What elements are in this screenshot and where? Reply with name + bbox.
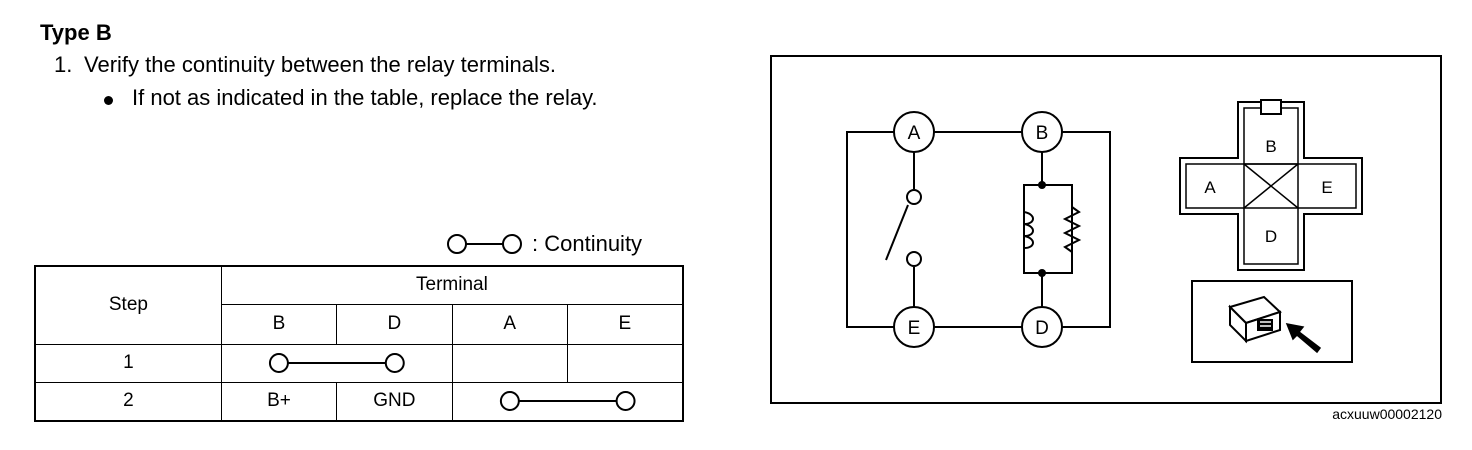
terminal-label: D bbox=[1035, 318, 1049, 339]
column-header-d: D bbox=[336, 303, 453, 345]
connector-label: A bbox=[1204, 178, 1216, 197]
step-text: Verify the continuity between the relay … bbox=[84, 52, 557, 77]
step-header: Step bbox=[34, 265, 222, 345]
relay-diagram: A B E D B A E D bbox=[846, 99, 1363, 363]
switch-contact-bottom bbox=[906, 251, 922, 267]
terminal-label: A bbox=[908, 123, 921, 144]
continuity-a-e bbox=[451, 381, 684, 422]
terminal-e: E bbox=[893, 306, 935, 348]
terminal-b: B bbox=[1021, 111, 1063, 153]
view-direction-arrow-icon bbox=[1285, 323, 1322, 354]
legend-label: : Continuity bbox=[532, 231, 643, 256]
cell-d: GND bbox=[336, 381, 453, 422]
terminal-a: A bbox=[893, 111, 935, 153]
junction-dot bbox=[1038, 181, 1046, 189]
terminal-d: D bbox=[1021, 306, 1063, 348]
relay-connector-icon bbox=[1228, 295, 1282, 344]
switch-arm bbox=[885, 204, 909, 261]
relay-figure: A B E D B A E D bbox=[770, 55, 1442, 404]
junction-dot bbox=[1038, 269, 1046, 277]
continuity-symbol-icon bbox=[499, 391, 636, 412]
continuity-b-d bbox=[220, 343, 453, 383]
relay-coil-resistor bbox=[1023, 184, 1082, 274]
continuity-symbol-icon bbox=[287, 362, 386, 364]
table-row: 2 B+ GND bbox=[34, 381, 684, 422]
continuity-symbol-icon bbox=[447, 234, 522, 254]
step-cell: 1 bbox=[34, 343, 222, 383]
connector-label: B bbox=[1265, 137, 1276, 156]
continuity-legend: : Continuity bbox=[446, 228, 642, 260]
terminal-label: E bbox=[908, 318, 921, 339]
cell-a bbox=[451, 343, 568, 383]
terminal-header: Terminal bbox=[220, 265, 684, 305]
circuit-wiring bbox=[846, 131, 1111, 328]
step-cell: 2 bbox=[34, 381, 222, 422]
column-header-e: E bbox=[566, 303, 684, 345]
section-title: Type B bbox=[40, 20, 112, 45]
connector-latch-icon bbox=[1260, 99, 1282, 115]
cell-b: B+ bbox=[220, 381, 338, 422]
switch-contact-top bbox=[906, 189, 922, 205]
connector-label: E bbox=[1321, 178, 1332, 197]
resistor-icon bbox=[1062, 206, 1082, 253]
bullet-note: If not as indicated in the table, replac… bbox=[104, 83, 686, 113]
continuity-table: Step Terminal B D A E 1 2 B+ GND bbox=[34, 265, 684, 422]
bullet-icon bbox=[104, 96, 113, 105]
terminal-label: B bbox=[1036, 123, 1049, 144]
step-number: 1. bbox=[54, 52, 73, 77]
figure-id: acxuuw00002120 bbox=[1332, 406, 1442, 422]
relay-switch bbox=[885, 189, 922, 267]
connector-label: D bbox=[1265, 227, 1277, 246]
connector-view-inset bbox=[1191, 280, 1353, 363]
bullet-text: If not as indicated in the table, replac… bbox=[132, 85, 598, 110]
coil-icon bbox=[1023, 211, 1034, 249]
cell-e bbox=[566, 343, 684, 383]
connector-face: B A E D bbox=[1179, 99, 1363, 271]
instruction-step: 1. Verify the continuity between the rela… bbox=[54, 52, 556, 78]
column-header-a: A bbox=[451, 303, 568, 345]
continuity-terminals-icon bbox=[268, 353, 405, 373]
column-header-b: B bbox=[220, 303, 338, 345]
table-row: 1 bbox=[34, 343, 684, 383]
